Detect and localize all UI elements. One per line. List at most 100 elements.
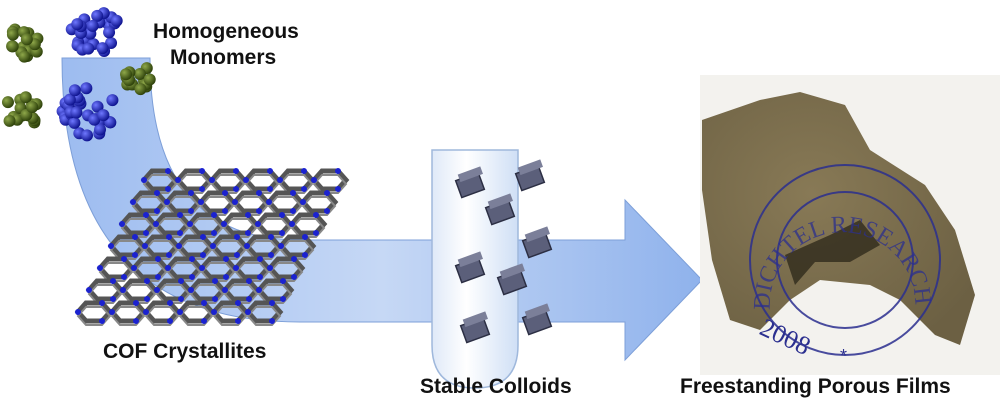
lattice-node: [166, 252, 172, 258]
lattice-node: [302, 234, 308, 240]
lattice-node: [244, 243, 250, 249]
colloid-crystallite: [454, 251, 486, 284]
lattice-node: [257, 274, 263, 280]
atom-sphere: [96, 42, 109, 55]
lattice-node: [233, 186, 239, 192]
atom-sphere: [80, 82, 93, 95]
lattice-pore: [244, 300, 284, 324]
lattice-node: [165, 168, 171, 174]
lattice-node: [313, 212, 319, 218]
lattice-node: [167, 300, 173, 306]
lattice-node: [154, 287, 160, 293]
lattice-node: [188, 190, 194, 196]
lattice-node: [121, 274, 127, 280]
lattice-node: [246, 296, 252, 302]
lattice-pore: [310, 168, 350, 192]
atom-sphere: [6, 40, 19, 53]
atom-sphere: [94, 123, 107, 136]
lattice-node: [110, 296, 116, 302]
lattice-layer: [110, 306, 146, 326]
process-arrow: [61, 57, 703, 362]
lattice-node: [154, 190, 160, 196]
atom-sphere: [1, 96, 14, 109]
cof-lattice: [74, 168, 350, 326]
colloid-crystallite: [454, 166, 486, 199]
lattice-node: [199, 168, 205, 174]
atom-sphere: [103, 26, 116, 39]
lattice-node: [75, 309, 81, 315]
lattice-node: [256, 190, 262, 196]
lattice-node: [311, 177, 317, 183]
lattice-node: [256, 287, 262, 293]
lattice-node: [201, 300, 207, 306]
lattice-pore: [299, 190, 339, 214]
lattice-node: [131, 265, 137, 271]
label-stable-colloids: Stable Colloids: [420, 375, 572, 398]
atom-sphere: [97, 109, 110, 122]
atom-sphere: [82, 42, 95, 55]
lattice-node: [109, 309, 115, 315]
blue-monomer: [56, 82, 119, 142]
lattice-node: [267, 186, 273, 192]
lattice-node: [178, 278, 184, 284]
colloid-crystallite: [521, 226, 553, 259]
label-homogeneous: Homogeneous: [153, 20, 299, 43]
lattice-node: [223, 274, 229, 280]
lattice-node: [269, 300, 275, 306]
lattice-node: [166, 234, 172, 240]
lattice-node: [222, 208, 228, 214]
lattice-node: [232, 199, 238, 205]
atom-sphere: [68, 84, 81, 97]
lattice-node: [291, 256, 297, 262]
lattice-node: [233, 168, 239, 174]
lattice-node: [198, 199, 204, 205]
lattice-node: [291, 274, 297, 280]
atom-sphere: [106, 94, 119, 107]
lattice-node: [188, 208, 194, 214]
stamp-star: *: [840, 346, 847, 366]
lattice-node: [133, 300, 139, 306]
lattice-node: [234, 234, 240, 240]
lattice-node: [201, 318, 207, 324]
lattice-layer: [246, 306, 282, 326]
atom-sphere: [86, 19, 99, 32]
lattice-node: [245, 230, 251, 236]
lattice-node: [212, 296, 218, 302]
lattice-pore: [277, 234, 317, 258]
colloid-crystallite: [484, 193, 516, 226]
lattice-node: [165, 186, 171, 192]
atom-sphere: [91, 100, 104, 113]
lattice-node: [175, 177, 181, 183]
lattice-node: [187, 221, 193, 227]
atom-sphere: [81, 129, 94, 142]
lattice-node: [86, 287, 92, 293]
label-monomers: Monomers: [170, 46, 277, 69]
lattice-node: [178, 296, 184, 302]
lattice-node: [277, 177, 283, 183]
lattice-pore: [288, 212, 328, 236]
lattice-node: [290, 208, 296, 214]
colloid-crystallite: [459, 311, 491, 344]
atom-sphere: [120, 68, 133, 81]
lattice-node: [189, 274, 195, 280]
lattice-node: [256, 208, 262, 214]
atom-sphere: [20, 33, 33, 46]
lattice-node: [289, 221, 295, 227]
lattice-node: [257, 256, 263, 262]
atom-sphere: [143, 73, 156, 86]
lattice-node: [200, 234, 206, 240]
lattice-node: [177, 309, 183, 315]
lattice-node: [155, 274, 161, 280]
lattice-pore: [266, 256, 306, 280]
label-cof-crystallites: COF Crystallites: [103, 340, 267, 363]
lattice-node: [223, 256, 229, 262]
atom-sphere: [91, 9, 104, 22]
lattice-node: [234, 252, 240, 258]
lattice-node: [143, 230, 149, 236]
lattice-layer: [212, 306, 248, 326]
lattice-node: [199, 186, 205, 192]
lattice-node: [200, 252, 206, 258]
colloid-particles: [454, 159, 553, 344]
lattice-node: [221, 221, 227, 227]
